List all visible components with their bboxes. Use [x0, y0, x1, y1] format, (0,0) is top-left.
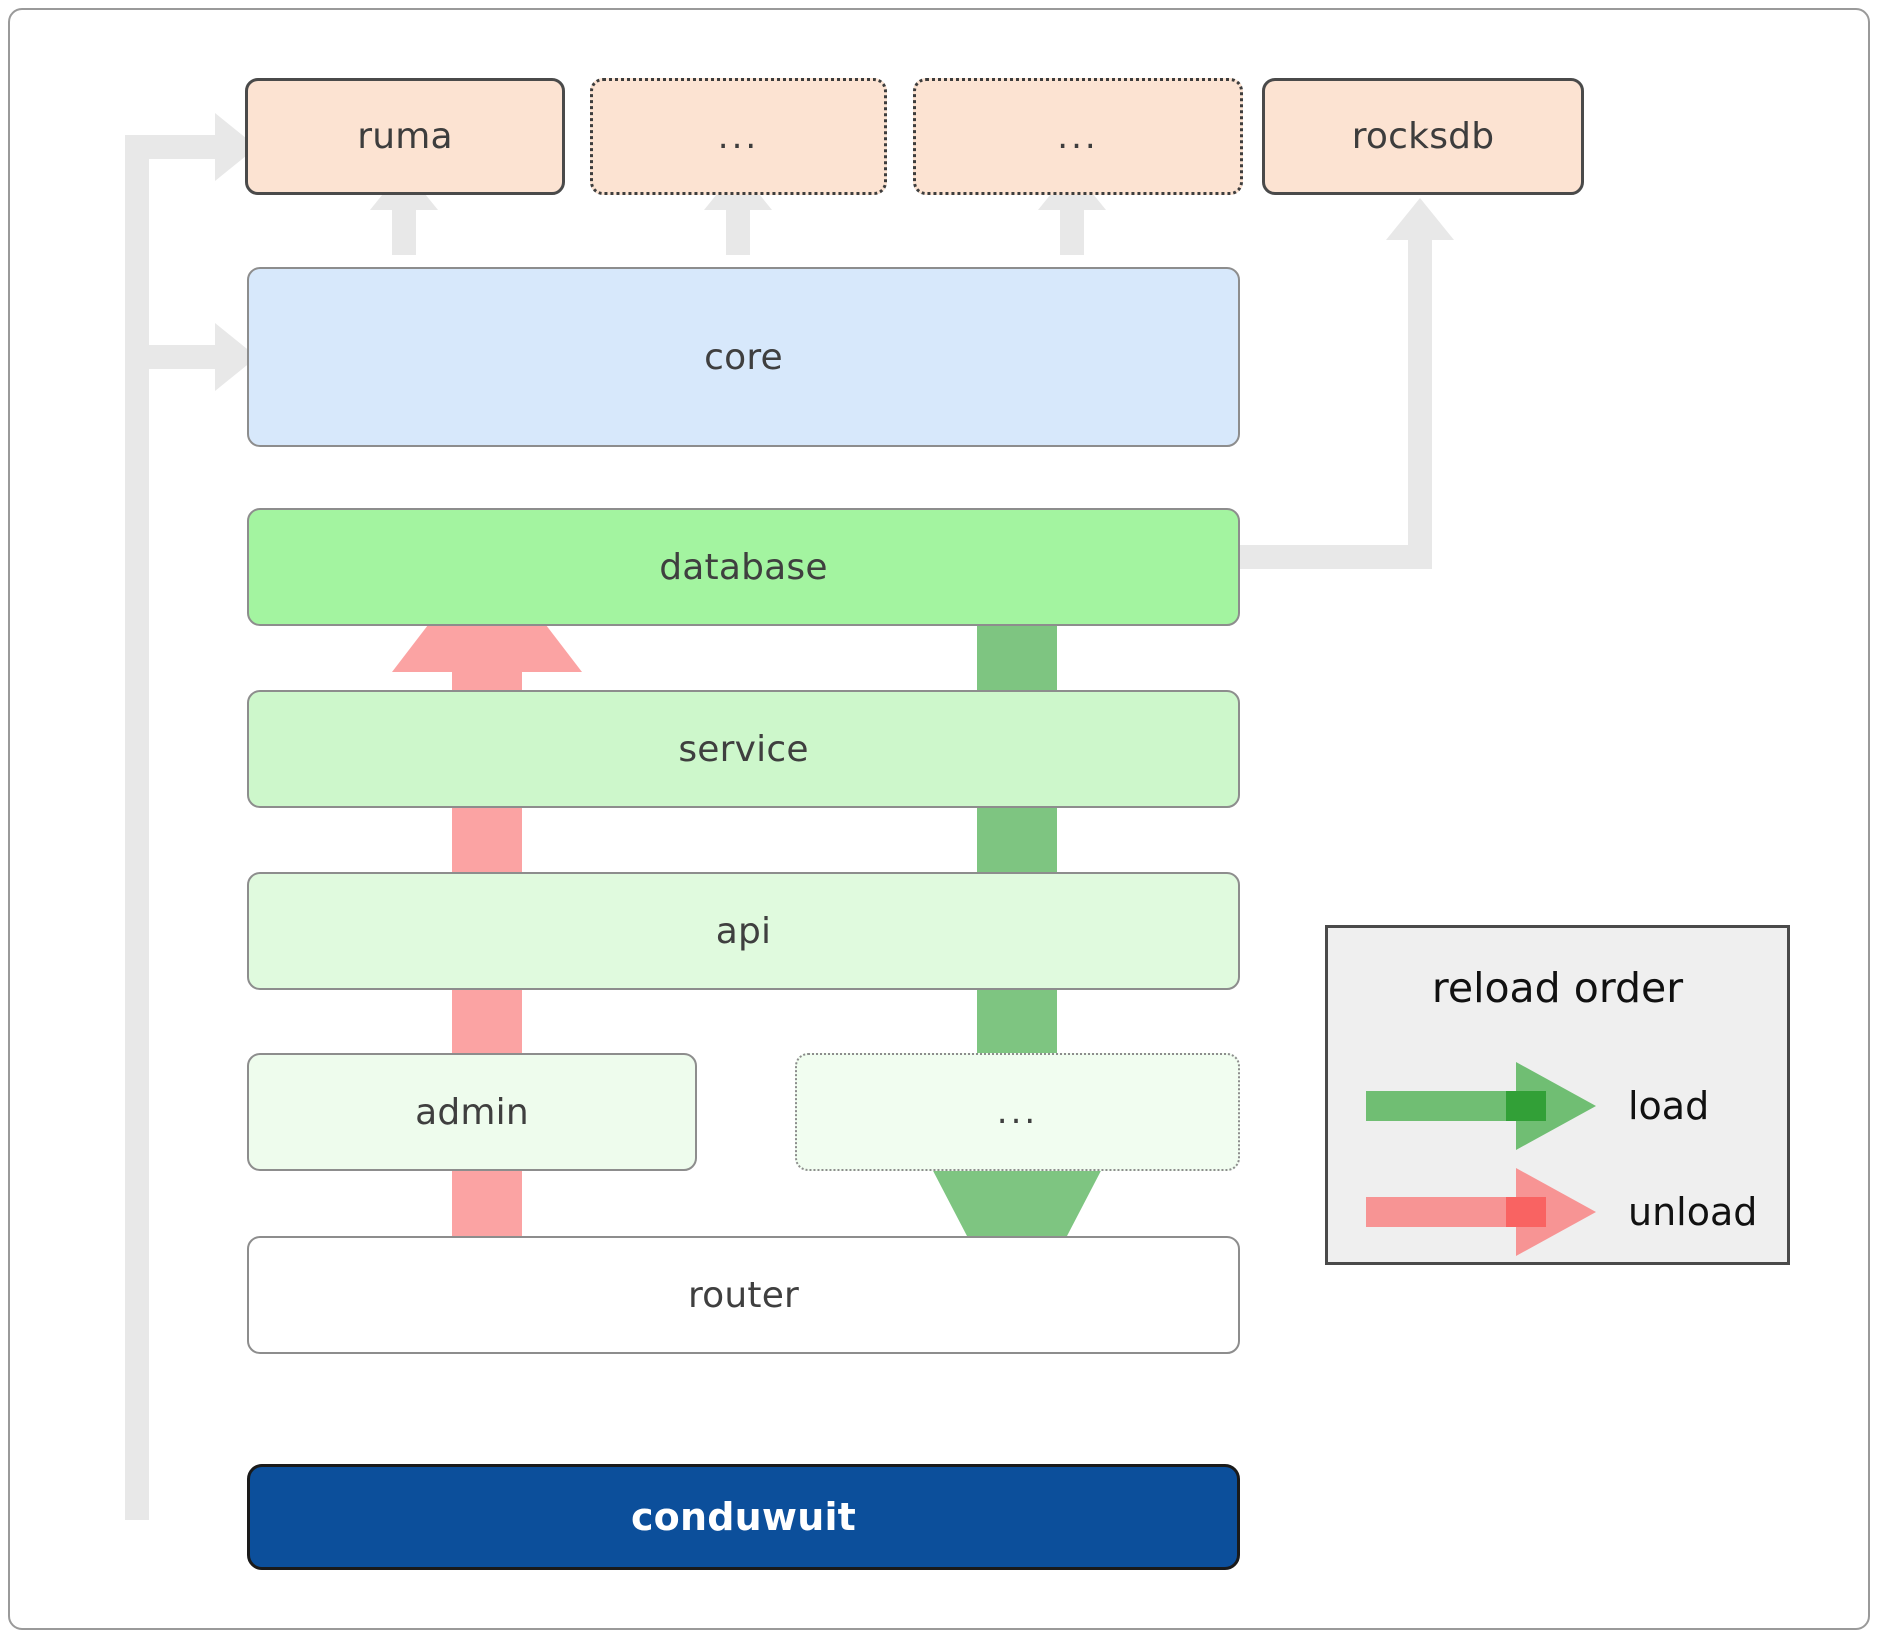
dependency-box-rocksdb[interactable]: rocksdb: [1262, 78, 1584, 195]
layer-label: core: [704, 336, 783, 378]
dependency-label: ruma: [357, 116, 453, 157]
legend-row-unload: unload: [1328, 1164, 1787, 1260]
load-arrow-icon: [1366, 1062, 1596, 1150]
dependency-label: ...: [717, 116, 760, 157]
binary-box-conduwuit[interactable]: conduwuit: [247, 1464, 1240, 1570]
layer-box-core[interactable]: core: [247, 267, 1240, 447]
layer-label: database: [659, 546, 828, 588]
layer-label: ...: [996, 1092, 1039, 1132]
legend-title: reload order: [1431, 964, 1684, 1012]
layer-box-service[interactable]: service: [247, 690, 1240, 808]
diagram-frame: [8, 8, 1870, 1630]
unload-arrow-icon: [1366, 1168, 1596, 1256]
layer-label: router: [687, 1274, 800, 1316]
dependency-box-ruma[interactable]: ruma: [245, 78, 565, 195]
dependency-box-dots-1[interactable]: ...: [590, 78, 887, 195]
legend-panel: reload order load unload: [1325, 925, 1790, 1265]
dependency-label: ...: [1057, 116, 1099, 157]
layer-box-api[interactable]: api: [247, 872, 1240, 990]
dependency-box-dots-2[interactable]: ...: [913, 78, 1243, 195]
layer-box-admin[interactable]: admin: [247, 1053, 697, 1171]
layer-box-database[interactable]: database: [247, 508, 1240, 626]
legend-row-load: load: [1328, 1058, 1787, 1154]
layer-label: admin: [415, 1091, 529, 1133]
legend-label-load: load: [1628, 1084, 1710, 1128]
dependency-label: rocksdb: [1351, 116, 1495, 157]
layer-box-router[interactable]: router: [247, 1236, 1240, 1354]
layer-box-dots[interactable]: ...: [795, 1053, 1240, 1171]
binary-label: conduwuit: [630, 1495, 857, 1539]
legend-label-unload: unload: [1628, 1190, 1758, 1234]
layer-label: api: [715, 910, 772, 952]
layer-label: service: [678, 728, 809, 770]
